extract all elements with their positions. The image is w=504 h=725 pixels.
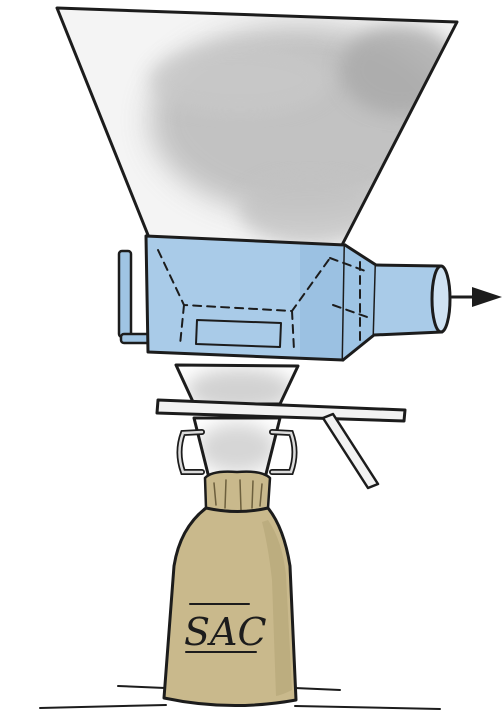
hopper: [57, 8, 460, 247]
bag-collar: [180, 418, 295, 478]
mill-housing: [146, 236, 450, 360]
sack-label: SAC: [184, 610, 267, 654]
arrow-right-icon: [452, 287, 502, 307]
sack: SAC: [164, 472, 296, 706]
